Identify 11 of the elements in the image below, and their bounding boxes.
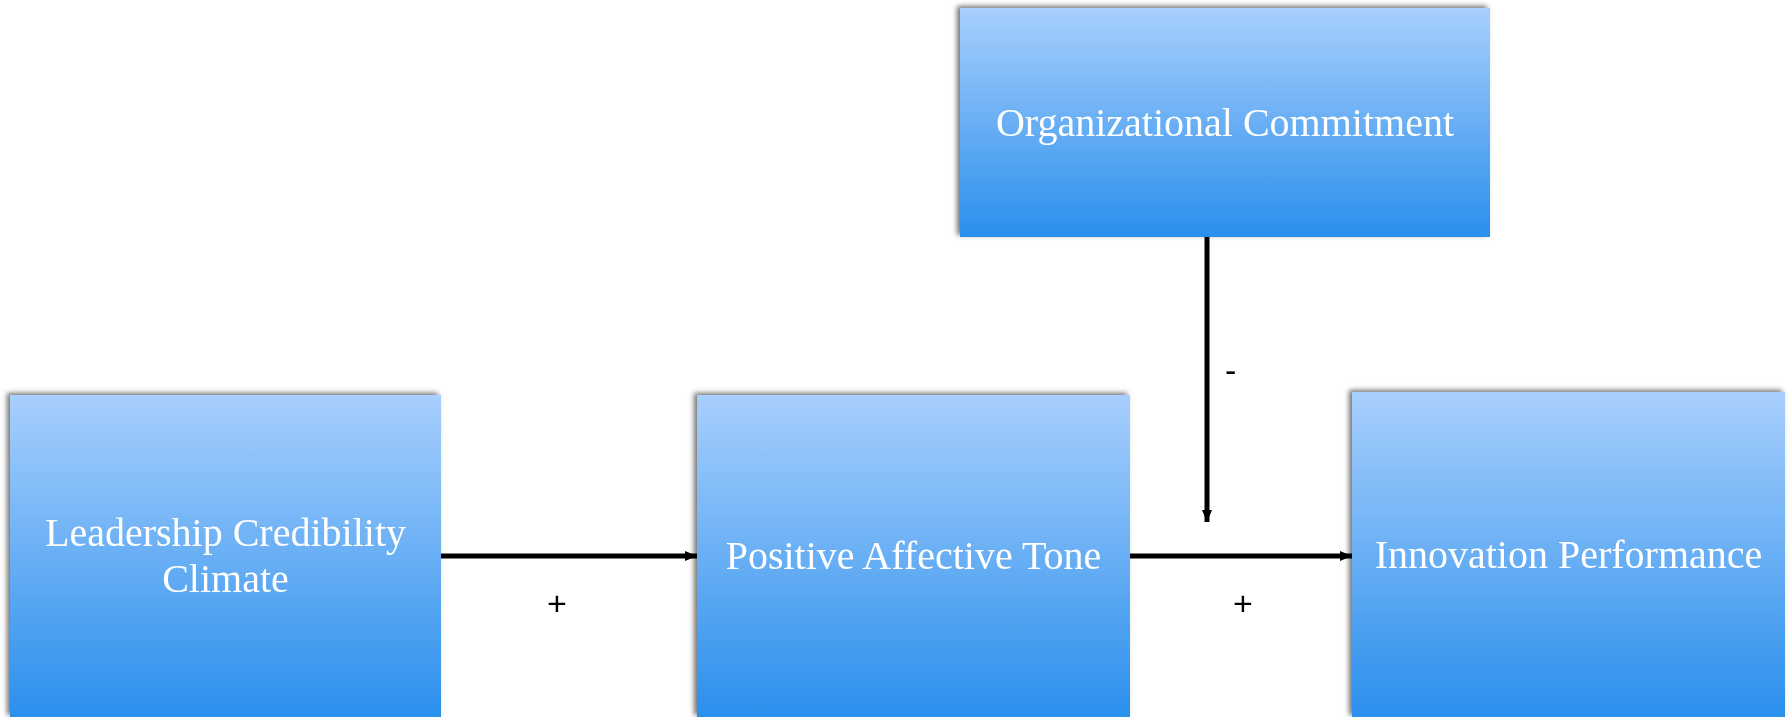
process-box bbox=[10, 395, 441, 717]
process-box bbox=[697, 395, 1130, 717]
process-box bbox=[1352, 392, 1785, 717]
process-box bbox=[960, 8, 1490, 237]
node-label: Organizational Commitment bbox=[994, 99, 1456, 146]
node-label: Innovation Performance bbox=[1373, 531, 1764, 578]
node-label: Leadership Credibility Climate bbox=[44, 510, 407, 602]
arrow bbox=[1202, 237, 1212, 522]
arrow bbox=[1130, 551, 1352, 561]
node-label: Positive Affective Tone bbox=[724, 533, 1103, 579]
arrow bbox=[441, 551, 697, 561]
